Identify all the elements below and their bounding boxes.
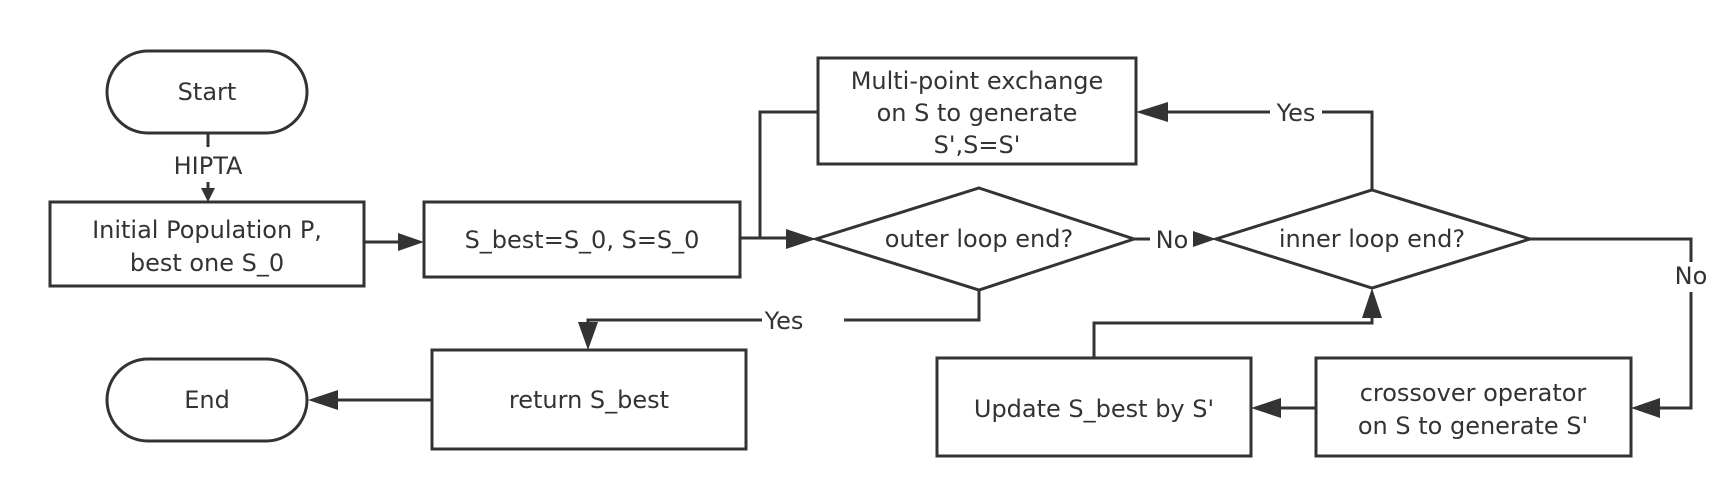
return-best-box [430, 348, 748, 451]
end-label: End [184, 386, 230, 414]
arrowhead-end [308, 390, 338, 410]
edge-label-hipta: HIPTA [174, 152, 243, 180]
edge-outer-to-return [844, 290, 981, 322]
return-best-label: return S_best [509, 386, 669, 414]
edge-inner-no-to-crossover [1650, 292, 1693, 410]
edge-inner-to-exchange [1322, 110, 1374, 190]
edge-label-outer-yes: Yes [764, 307, 804, 335]
inner-loop-label: inner loop end? [1279, 225, 1465, 253]
initial-population-line2: best one S_0 [130, 249, 284, 277]
outer-loop-decision [810, 186, 1139, 292]
initial-population-box [48, 200, 366, 288]
set-best-box [422, 200, 742, 279]
arrowhead-inner-return [1362, 288, 1382, 318]
edge-exchange-to-outer [758, 110, 818, 240]
start-label: Start [178, 78, 237, 106]
update-best-label: Update S_best by S' [974, 395, 1214, 423]
arrowhead-setbest [398, 233, 424, 251]
arrowhead-return [578, 322, 598, 350]
crossover-box [1314, 356, 1633, 458]
outer-loop-label: outer loop end? [885, 225, 1073, 253]
set-best-label: S_best=S_0, S=S_0 [465, 226, 700, 254]
arrowhead-update [1251, 398, 1281, 418]
arrowhead-outer [786, 229, 816, 249]
edge-label-inner-yes: Yes [1276, 99, 1316, 127]
crossover-line1: crossover operator [1360, 379, 1587, 407]
inner-loop-decision [1210, 188, 1536, 290]
edge-update-to-inner [1092, 308, 1374, 358]
edge-inner-to-crossover [1530, 237, 1693, 262]
end-terminator [105, 357, 309, 443]
edge-outer-yes-to-return [586, 318, 762, 330]
edge-label-inner-no: No [1675, 262, 1708, 290]
arrowhead-exchange [1136, 102, 1168, 122]
exchange-line2: on S to generate [877, 99, 1078, 127]
arrowhead-init [201, 188, 215, 202]
start-terminator [105, 49, 309, 135]
arrowhead-inner [1193, 231, 1216, 247]
arrowhead-crossover [1631, 398, 1660, 418]
exchange-line1: Multi-point exchange [851, 67, 1104, 95]
update-best-box [935, 356, 1253, 458]
crossover-line2: on S to generate S' [1358, 412, 1588, 440]
exchange-line3: S',S=S' [934, 131, 1021, 159]
initial-population-line1: Initial Population P, [92, 216, 322, 244]
edge-label-outer-no: No [1156, 226, 1189, 254]
multipoint-exchange-box [816, 56, 1138, 166]
